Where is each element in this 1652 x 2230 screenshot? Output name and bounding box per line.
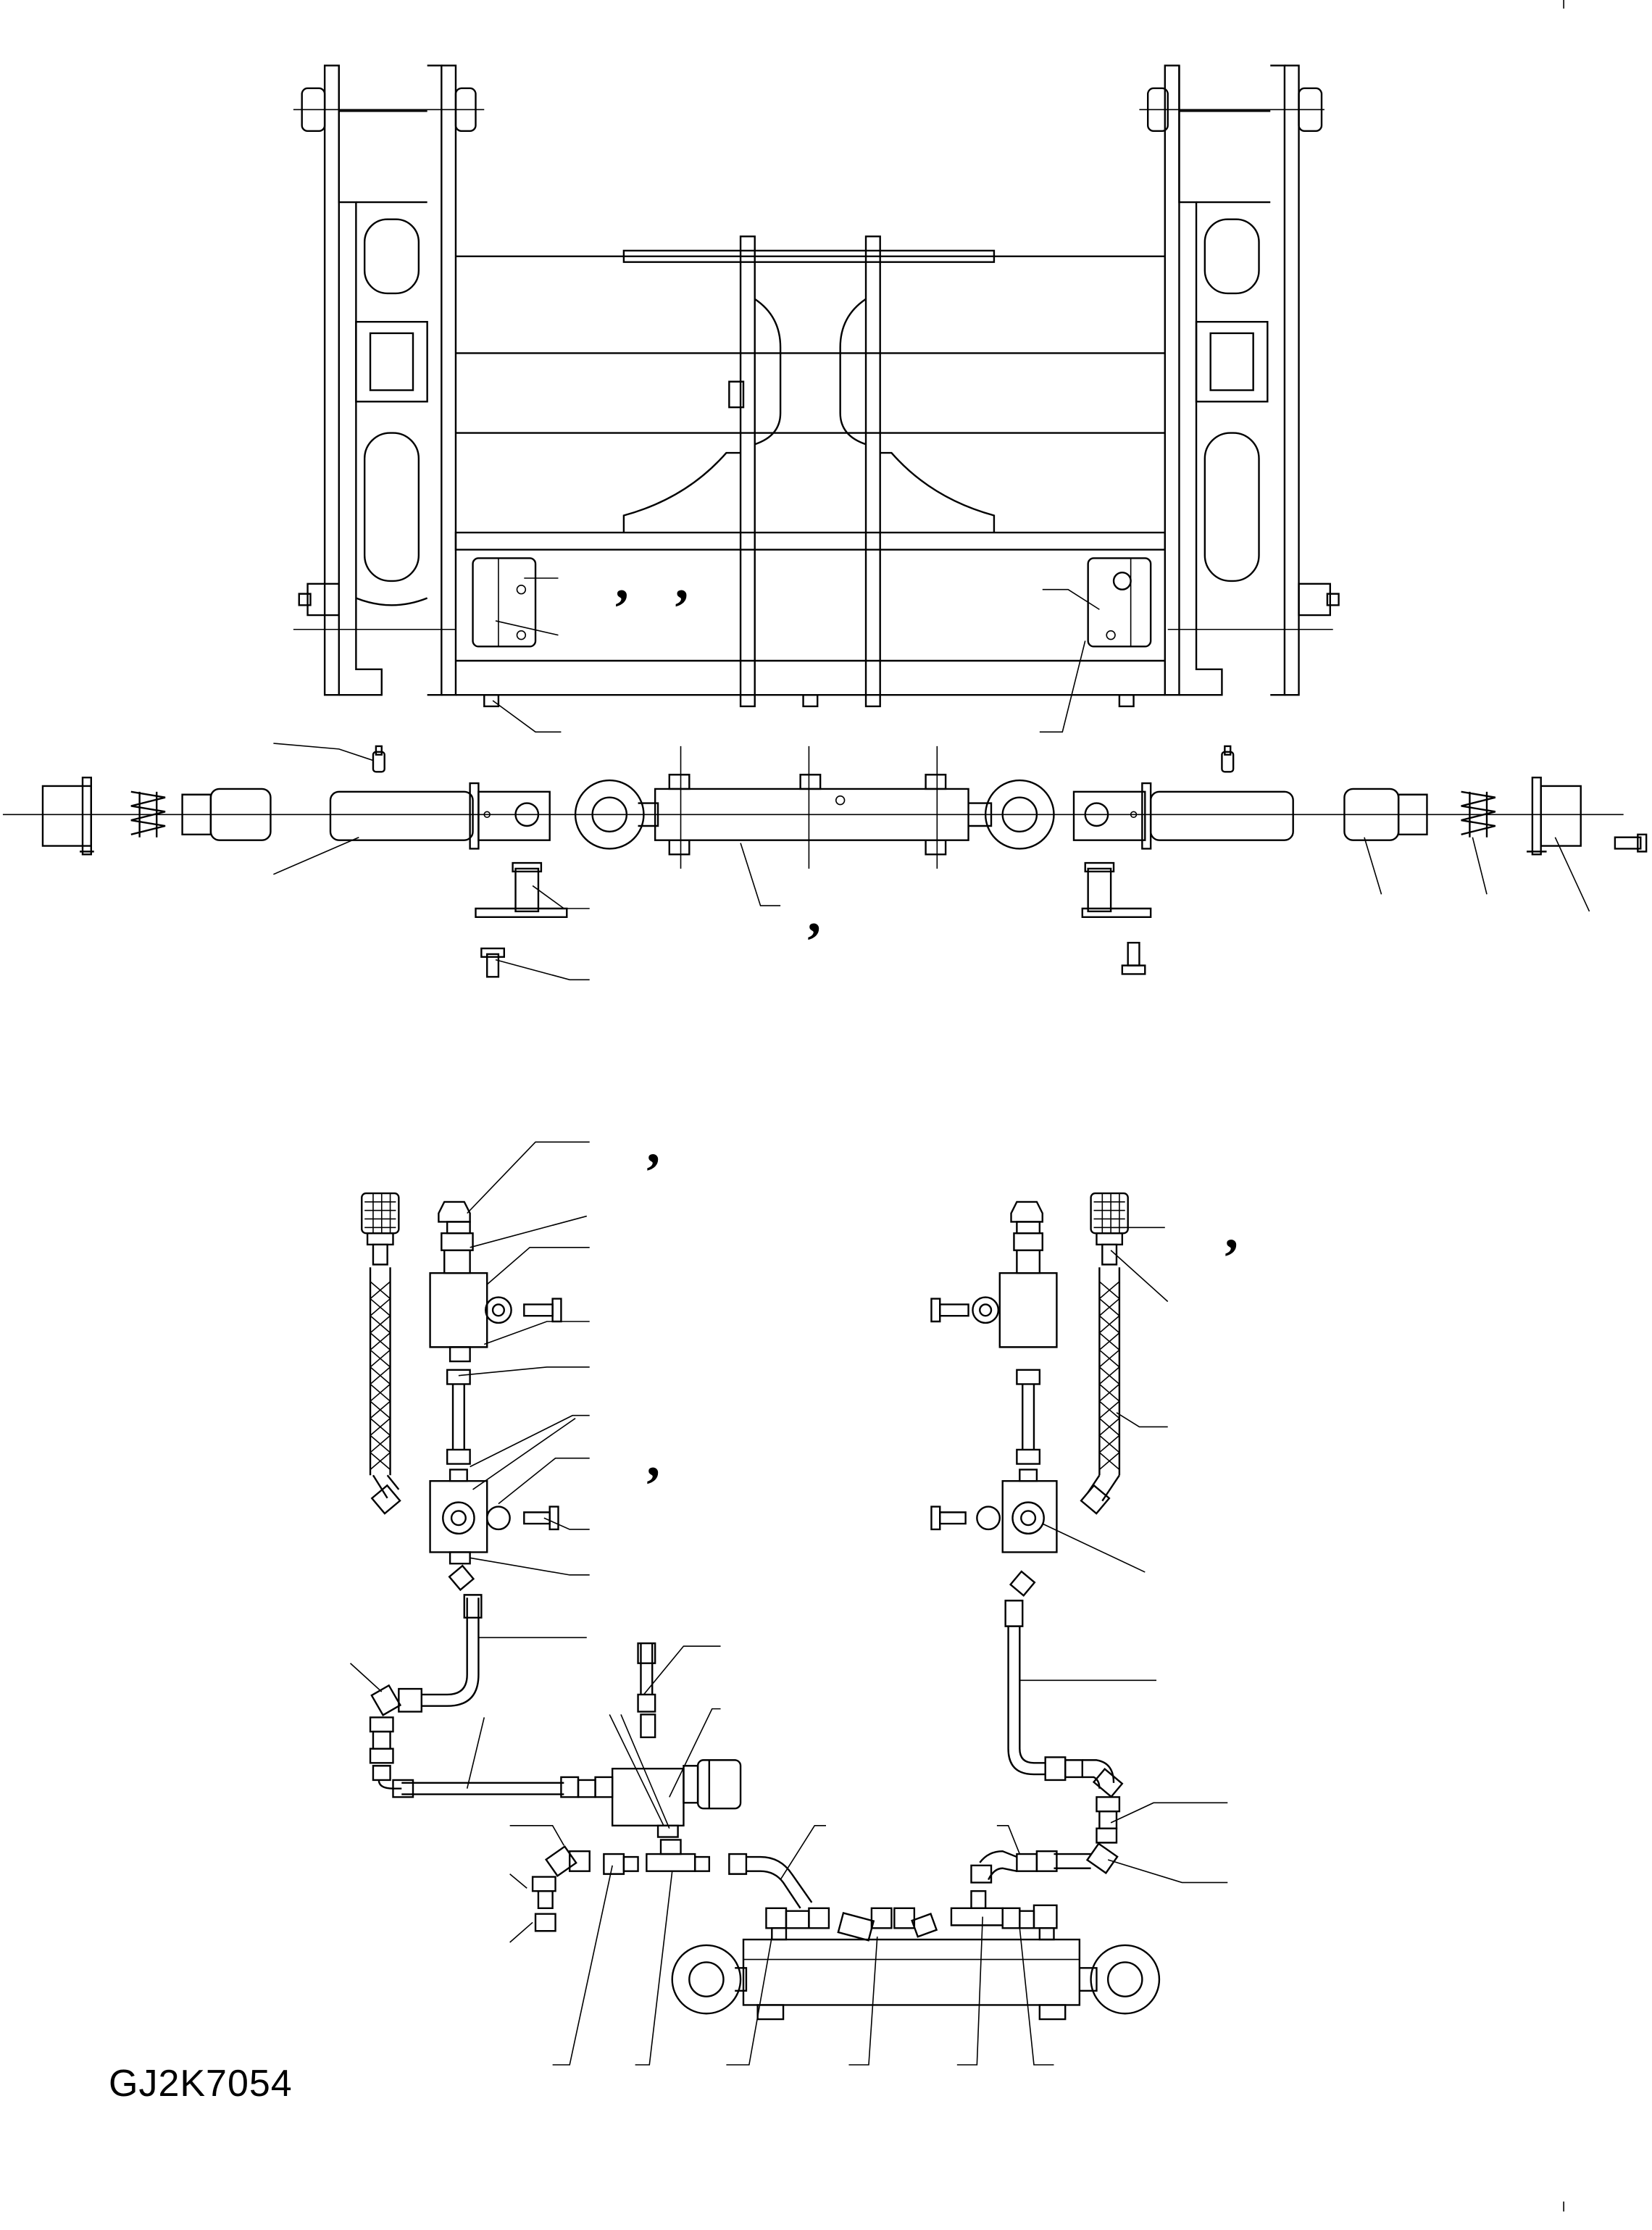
right-valve-stack — [931, 1202, 1056, 1595]
hydraulic-cylinder-upper — [575, 746, 1054, 869]
comma-marks: , , , , , , — [615, 551, 1238, 1488]
hydraulic-piping — [351, 1142, 1228, 2065]
hydraulic-cylinder-lower — [672, 1891, 1159, 2019]
svg-text:,: , — [646, 1114, 660, 1174]
drawing-code: GJ2K7054 — [109, 2063, 293, 2105]
svg-text:,: , — [675, 551, 689, 611]
coupler-frame — [293, 65, 1339, 732]
svg-text:,: , — [615, 551, 629, 611]
left-hose — [362, 1193, 400, 1513]
lock-pin-cylinder-row — [3, 743, 1646, 980]
right-hose — [1081, 1193, 1128, 1513]
left-valve-stack — [430, 1202, 562, 1590]
left-side-plates — [293, 65, 484, 695]
svg-text:,: , — [807, 883, 821, 943]
svg-text:,: , — [646, 1427, 660, 1487]
right-side-plates — [1139, 65, 1338, 695]
svg-text:,: , — [1225, 1200, 1238, 1260]
